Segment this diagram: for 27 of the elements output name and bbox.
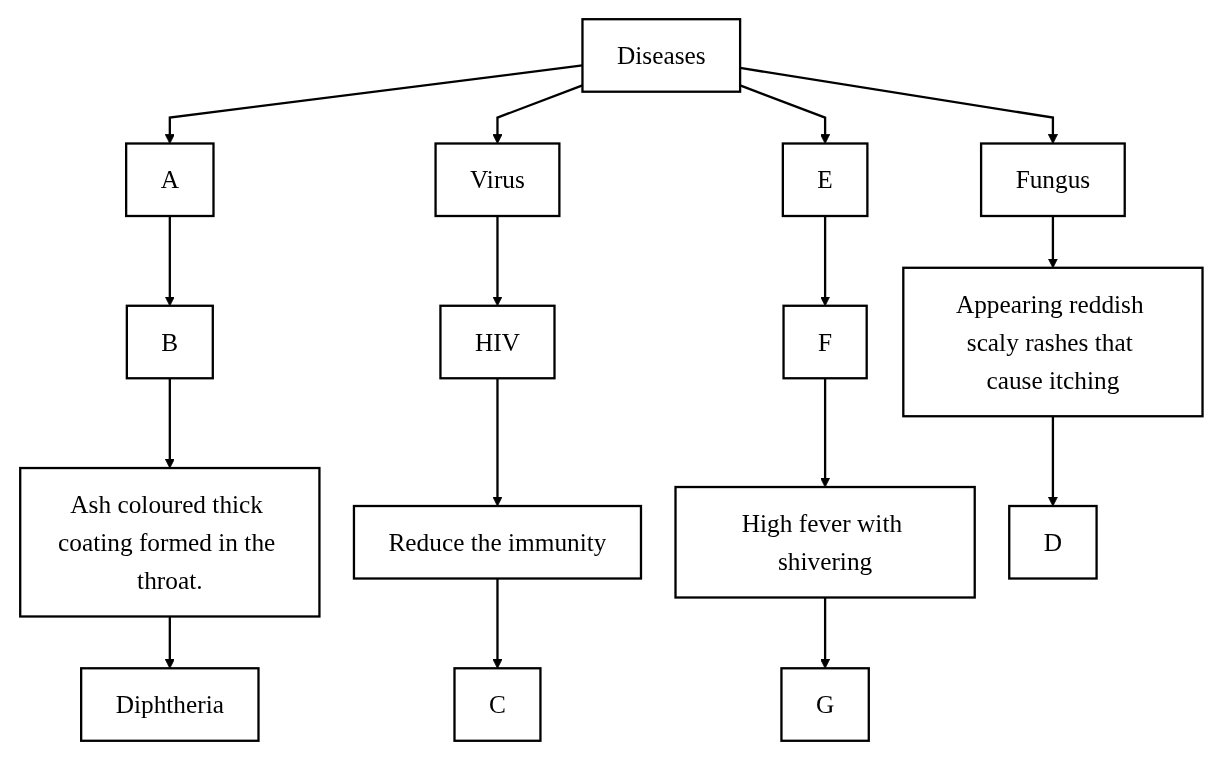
arrow — [164, 64, 583, 144]
node-box — [352, 504, 643, 580]
node-box — [434, 142, 561, 218]
node-box — [581, 18, 742, 93]
node-box — [674, 485, 976, 599]
node-box — [781, 142, 869, 218]
node-box — [19, 466, 321, 618]
arrow — [1048, 416, 1059, 507]
arrow — [492, 578, 503, 669]
node-box — [80, 667, 260, 742]
arrow — [492, 84, 583, 144]
node-box — [1008, 504, 1098, 580]
node-box — [125, 304, 215, 380]
node-box — [902, 266, 1204, 418]
arrow — [492, 378, 503, 507]
node-box — [780, 667, 871, 742]
node-box — [980, 142, 1126, 218]
arrow — [820, 597, 831, 669]
node-box — [439, 304, 556, 380]
node-box — [782, 304, 868, 380]
arrow — [820, 378, 831, 488]
arrow — [164, 616, 175, 669]
arrow — [740, 66, 1059, 144]
node-box — [125, 142, 215, 218]
arrow — [164, 378, 175, 469]
flowchart: Diseases A Virus E B HIV Fungus F Ash coloured thick coating formed in the throat. Reduce the immunity Appearing reddish scaly rashes that cause itching High fever with shivering Diphtheria C D G — [11, 10, 1212, 750]
node-box — [453, 667, 542, 742]
